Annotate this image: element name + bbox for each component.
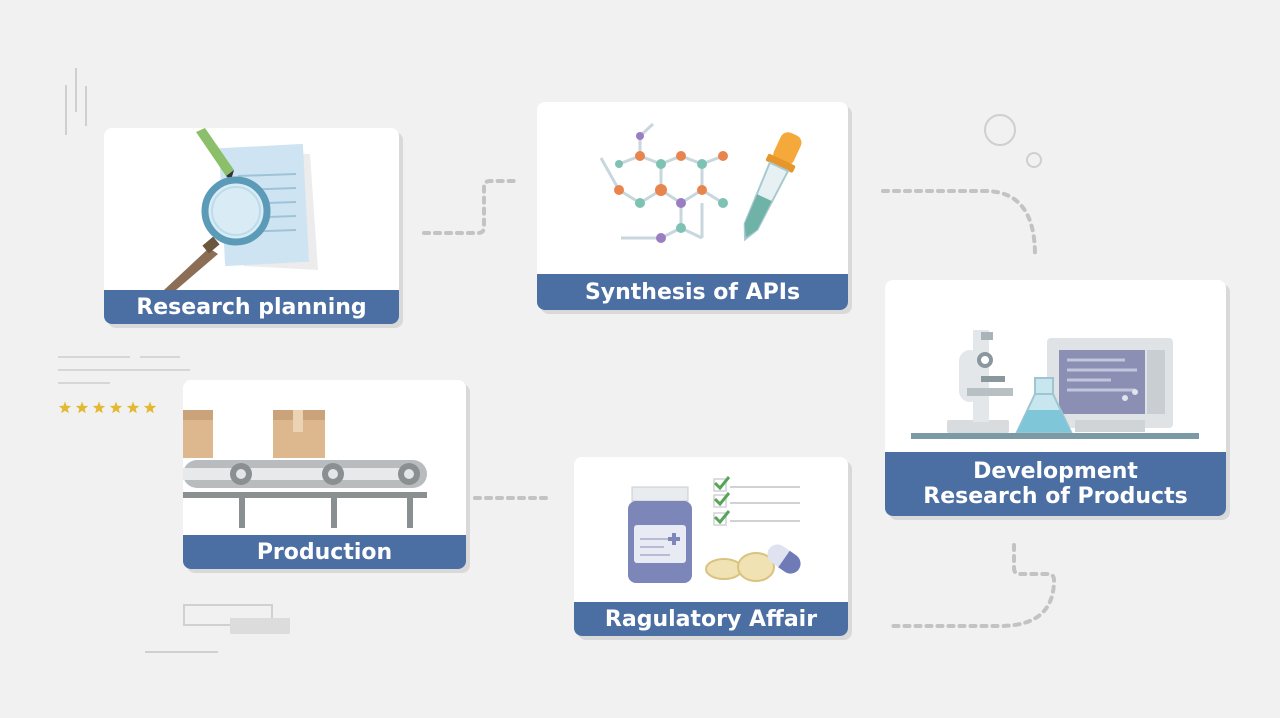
star-icon <box>143 401 157 414</box>
card-development-research[interactable]: Development Research of Products <box>885 280 1226 516</box>
connector-planning-to-synthesis <box>422 179 516 235</box>
connector-development-to-regulatory <box>888 543 1057 628</box>
flask-shape <box>1015 377 1073 433</box>
star-icon <box>92 401 106 414</box>
step-label: Synthesis of APIs <box>537 274 848 310</box>
step-label-line: Development <box>973 459 1138 484</box>
card-synthesis-of-apis[interactable]: Synthesis of APIs <box>537 102 848 310</box>
card-regulatory-affair[interactable]: Ragulatory Affair <box>574 457 848 636</box>
step-label: Research planning <box>104 290 399 324</box>
dashed-connectors <box>422 179 1057 628</box>
microscope-shape <box>947 330 1013 433</box>
conveyor-belt-illustration <box>183 410 427 528</box>
lab-equipment-illustration <box>911 330 1199 439</box>
medicine-bottle-shape <box>628 486 692 583</box>
connector-synthesis-to-development <box>881 189 1037 257</box>
star-icon <box>126 401 140 414</box>
star-icon <box>109 401 123 414</box>
step-label: Production <box>183 535 466 569</box>
circles-decoration <box>984 114 1042 168</box>
rating-stars-decoration <box>58 401 157 414</box>
vertical-lines-decoration <box>65 68 87 135</box>
molecule-dropper-illustration <box>599 122 802 243</box>
text-lines-decoration <box>58 356 190 384</box>
medicine-checklist-illustration <box>628 476 801 583</box>
magnifier-document-illustration <box>164 128 318 290</box>
card-production[interactable]: Production <box>183 380 466 569</box>
monitor-shape <box>1047 338 1173 432</box>
step-label-line: Research of Products <box>923 484 1188 509</box>
star-icon <box>58 401 72 414</box>
checklist-shape <box>730 486 800 522</box>
card-research-planning[interactable]: Research planning <box>104 128 399 324</box>
step-label: Ragulatory Affair <box>574 602 848 636</box>
window-outline-decoration <box>145 604 290 653</box>
star-icon <box>75 401 89 414</box>
step-label: Development Research of Products <box>885 452 1226 516</box>
